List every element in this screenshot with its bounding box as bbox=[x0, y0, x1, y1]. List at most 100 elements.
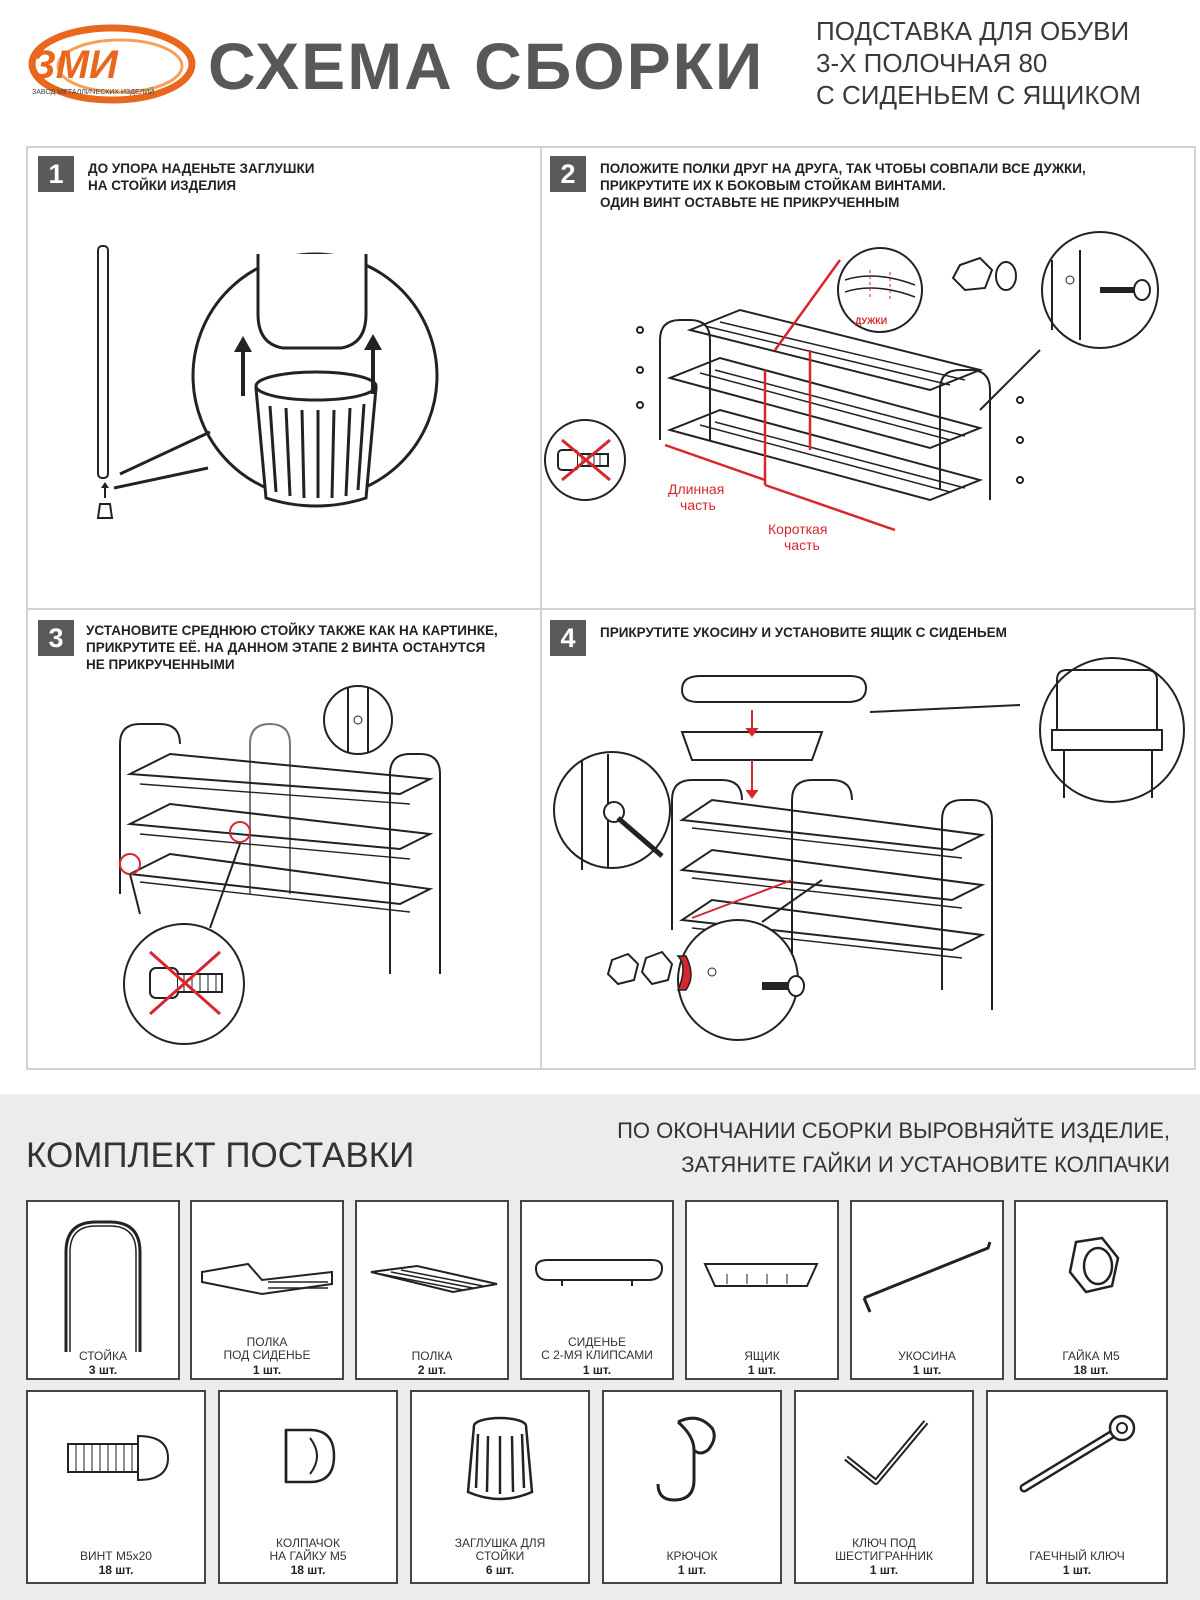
part-name-line: КЛЮЧ ПОД bbox=[852, 1536, 916, 1550]
part-name-line: ШЕСТИГРАННИК bbox=[835, 1549, 933, 1563]
product-name-line-1: ПОДСТАВКА ДЛЯ ОБУВИ bbox=[816, 16, 1130, 46]
kit-item-hex-key: КЛЮЧ ПОД ШЕСТИГРАННИК 1 шт. bbox=[794, 1390, 974, 1584]
part-qty: 1 шт. bbox=[677, 1563, 707, 1577]
company-logo: ЗМИ ЗАВОД МЕТАЛЛИЧЕСКИХ ИЗДЕЛИЙ bbox=[24, 22, 196, 108]
part-name-line: ЗАГЛУШКА ДЛЯ bbox=[454, 1536, 546, 1550]
stand-icon bbox=[64, 1220, 142, 1352]
part-qty: 1 шт. bbox=[747, 1363, 777, 1377]
bolt-detail-circle bbox=[606, 879, 823, 1041]
product-name-line-2: 3-Х ПОЛОЧНАЯ 80 bbox=[816, 48, 1048, 78]
kit-item-seat-shelf: ПОЛКА ПОД СИДЕНЬЕ 1 шт. bbox=[190, 1200, 344, 1380]
part-name-line: СТОЙКА bbox=[78, 1349, 127, 1363]
wrench-icon bbox=[1019, 1414, 1136, 1493]
step-4-line-1: ПРИКРУТИТЕ УКОСИНУ И УСТАНОВИТЕ ЯЩИК С С… bbox=[600, 625, 1007, 640]
part-name-line: ПОЛКА bbox=[411, 1349, 453, 1363]
nut-icon bbox=[1068, 1236, 1120, 1294]
post-icon bbox=[96, 245, 114, 519]
seat-shelf-icon bbox=[201, 1262, 333, 1296]
assembled-shelf-drawing bbox=[119, 722, 441, 974]
part-qty: 1 шт. bbox=[582, 1363, 612, 1377]
hex-key-icon bbox=[844, 1420, 929, 1485]
part-name-line: СИДЕНЬЕ bbox=[568, 1335, 626, 1349]
grid-divider-horizontal bbox=[26, 608, 1196, 610]
step-1-line-2: НА СТОЙКИ ИЗДЕЛИЯ bbox=[88, 178, 237, 193]
label-short-part-2: часть bbox=[784, 537, 820, 553]
part-qty: 1 шт. bbox=[869, 1563, 899, 1577]
magnify-circle bbox=[113, 252, 439, 508]
part-name-line: ЯЩИК bbox=[744, 1349, 780, 1363]
kit-item-wrench: ГАЕЧНЫЙ КЛЮЧ 1 шт. bbox=[986, 1390, 1168, 1584]
part-qty: 1 шт. bbox=[1062, 1563, 1092, 1577]
brace-highlight bbox=[691, 879, 793, 919]
screw-icon bbox=[67, 1434, 170, 1482]
shelf-icon bbox=[370, 1264, 498, 1294]
part-name-line: КРЮЧОК bbox=[666, 1549, 718, 1563]
part-qty: 18 шт. bbox=[290, 1563, 326, 1577]
part-name-line: НА ГАЙКУ М5 bbox=[269, 1549, 347, 1563]
no-screw-circle bbox=[544, 419, 626, 501]
label-arcs: ДУЖКИ bbox=[855, 316, 887, 326]
nut-cap-icon bbox=[284, 1428, 336, 1484]
kit-title: КОМПЛЕКТ ПОСТАВКИ bbox=[26, 1136, 415, 1175]
logo-caption: ЗАВОД МЕТАЛЛИЧЕСКИХ ИЗДЕЛИЙ bbox=[32, 87, 154, 96]
part-name-line: С 2-МЯ КЛИПСАМИ bbox=[541, 1348, 653, 1362]
part-qty: 2 шт. bbox=[417, 1363, 447, 1377]
step-3-line-2: ПРИКРУТИТЕ ЕЁ. НА ДАННОМ ЭТАПЕ 2 ВИНТА О… bbox=[86, 640, 486, 655]
kit-item-hook: КРЮЧОК 1 шт. bbox=[602, 1390, 782, 1584]
kit-item-nut: ГАЙКА М5 18 шт. bbox=[1014, 1200, 1168, 1380]
box-icon bbox=[703, 1263, 819, 1287]
label-short-part-1: Короткая bbox=[768, 521, 827, 537]
foot-cap-icon bbox=[466, 1416, 534, 1501]
kit-item-screw: ВИНТ М5х20 18 шт. bbox=[26, 1390, 206, 1584]
step-3-number: 3 bbox=[38, 620, 74, 656]
step-3-instruction: УСТАНОВИТЕ СРЕДНЮЮ СТОЙКУ ТАКЖЕ КАК НА К… bbox=[86, 622, 498, 673]
part-name-line: ВИНТ М5х20 bbox=[80, 1549, 152, 1563]
part-qty: 1 шт. bbox=[252, 1363, 282, 1377]
step-3-line-3: НЕ ПРИКРУЧЕННЫМИ bbox=[86, 657, 235, 672]
step-4-illustration bbox=[553, 657, 1185, 1041]
step-1-number: 1 bbox=[38, 156, 74, 192]
part-name-line: КОЛПАЧОК bbox=[276, 1536, 340, 1550]
step-2-line-2: ПРИКРУТИТЕ ИХ К БОКОВЫМ СТОЙКАМ ВИНТАМИ. bbox=[600, 178, 946, 193]
step-2-line-1: ПОЛОЖИТЕ ПОЛКИ ДРУГ НА ДРУГА, ТАК ЧТОБЫ … bbox=[600, 161, 1086, 176]
step-2-instruction: ПОЛОЖИТЕ ПОЛКИ ДРУГ НА ДРУГА, ТАК ЧТОБЫ … bbox=[600, 160, 1086, 211]
no-screw-circle bbox=[123, 843, 245, 1045]
part-qty: 6 шт. bbox=[485, 1563, 515, 1577]
kit-item-box: ЯЩИК 1 шт. bbox=[685, 1200, 839, 1380]
kit-item-stand: СТОЙКА 3 шт. bbox=[26, 1200, 180, 1380]
wrench-detail-circle bbox=[553, 751, 671, 870]
final-shelf-drawing bbox=[671, 779, 993, 1010]
part-name-line: СТОЙКИ bbox=[475, 1549, 525, 1563]
part-qty: 3 шт. bbox=[88, 1363, 118, 1377]
step-4-number: 4 bbox=[550, 620, 586, 656]
part-name-line: ГАЕЧНЫЙ КЛЮЧ bbox=[1029, 1549, 1125, 1563]
step-1-line-1: ДО УПОРА НАДЕНЬТЕ ЗАГЛУШКИ bbox=[88, 161, 315, 176]
part-name-line: УКОСИНА bbox=[898, 1349, 956, 1363]
logo-text: ЗМИ bbox=[30, 43, 119, 87]
final-instruction-line-2: ЗАТЯНИТЕ ГАЙКИ И УСТАНОВИТЕ КОЛПАЧКИ bbox=[681, 1152, 1170, 1177]
final-instruction-line-1: ПО ОКОНЧАНИИ СБОРКИ ВЫРОВНЯЙТЕ ИЗДЕЛИЕ, bbox=[617, 1118, 1170, 1143]
bolt-detail-circle bbox=[951, 231, 1159, 411]
step-1-instruction: ДО УПОРА НАДЕНЬТЕ ЗАГЛУШКИ НА СТОЙКИ ИЗД… bbox=[88, 160, 314, 194]
kit-item-seat: СИДЕНЬЕ С 2-МЯ КЛИПСАМИ 1 шт. bbox=[520, 1200, 674, 1380]
step-1-illustration bbox=[96, 245, 439, 519]
page-title: СХЕМА СБОРКИ bbox=[208, 29, 765, 103]
bolt-mark-1 bbox=[229, 821, 251, 843]
shelf-division-marks bbox=[664, 259, 896, 532]
step-2-line-3: ОДИН ВИНТ ОСТАВЬТЕ НЕ ПРИКРУЧЕННЫМ bbox=[600, 195, 900, 210]
step-3-line-1: УСТАНОВИТЕ СРЕДНЮЮ СТОЙКУ ТАКЖЕ КАК НА К… bbox=[86, 623, 498, 638]
seat-and-box-drawing bbox=[680, 675, 868, 799]
product-name-line-3: С СИДЕНЬЕМ С ЯЩИКОМ bbox=[816, 80, 1142, 110]
label-long-part-2: часть bbox=[680, 497, 716, 513]
bolt-mark-2 bbox=[119, 853, 141, 875]
part-name-line: ПОД СИДЕНЬЕ bbox=[223, 1348, 311, 1362]
brace-icon bbox=[862, 1241, 992, 1313]
kit-item-foot-cap: ЗАГЛУШКА ДЛЯ СТОЙКИ 6 шт. bbox=[410, 1390, 590, 1584]
step-3-illustration bbox=[119, 685, 441, 1045]
label-long-part-1: Длинная bbox=[668, 481, 724, 497]
step-4-instruction: ПРИКРУТИТЕ УКОСИНУ И УСТАНОВИТЕ ЯЩИК С С… bbox=[600, 624, 1007, 641]
seat-icon bbox=[534, 1259, 664, 1286]
part-qty: 18 шт. bbox=[1073, 1363, 1109, 1377]
box-detail-circle bbox=[869, 657, 1185, 803]
part-name-line: ПОЛКА bbox=[246, 1335, 288, 1349]
